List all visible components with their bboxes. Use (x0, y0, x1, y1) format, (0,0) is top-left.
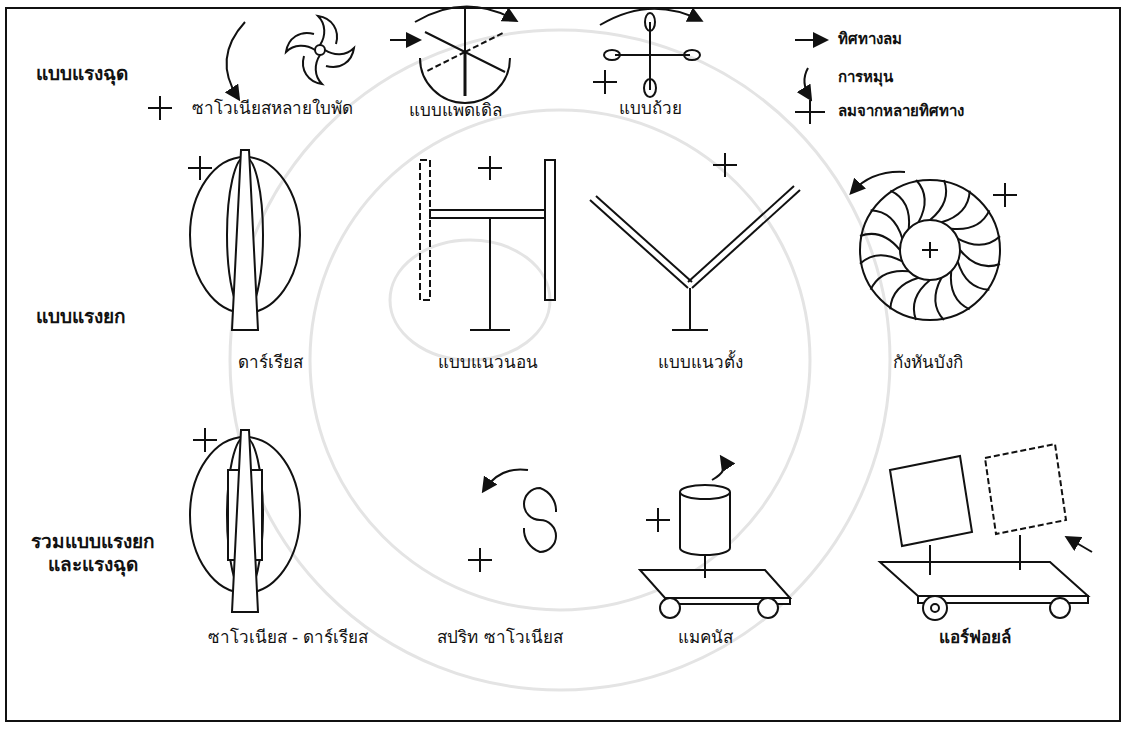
turbine-name: ดาร์เรียส (238, 352, 303, 372)
watermark-seal (230, 30, 890, 690)
row-heading: แบบแรงยก (36, 305, 126, 328)
turbine-name: แบบแพดเดิล (409, 100, 502, 120)
legend-text: ลมจากหลายทิศทาง (838, 102, 964, 120)
frame (6, 8, 1120, 721)
turbine-name: แมคนัส (678, 627, 733, 647)
row-heading: รวมแบบแรงยก และแรงฉุด (18, 530, 168, 576)
turbine-name: แอร์ฟอยล์ (939, 627, 1011, 647)
turbine-name: แบบแนวนอน (438, 352, 538, 372)
turbine-vane (960, 250, 1000, 266)
turbine-name: ซาโวเนียส - ดาร์เรียส (208, 627, 369, 647)
turbine-vane (860, 234, 900, 250)
turbine-vane (869, 260, 909, 300)
turbine-vane (865, 208, 908, 238)
turbine-vane (952, 261, 995, 291)
turbine-name: สปริท ซาโวเนียส (437, 627, 562, 647)
legend-text: ทิศทางลม (838, 30, 902, 48)
row-heading: แบบแรงฉุด (36, 62, 128, 85)
legend-text: การหมุน (838, 68, 893, 86)
turbine-vane (941, 185, 971, 228)
turbine-vane (958, 223, 1001, 253)
turbine-name: แบบแนวตั้ง (658, 352, 743, 372)
turbine-vane (888, 272, 918, 315)
turbine-vane (881, 189, 921, 229)
turbine-vane (927, 278, 957, 321)
turbine-name: แบบถ้วย (619, 98, 682, 118)
turbine-vane (914, 280, 930, 320)
turbine-vane (903, 179, 933, 222)
turbine-vane (951, 201, 991, 241)
turbine-name: กังหันบังกิ (893, 352, 963, 372)
turbine-vane (859, 247, 902, 277)
turbine-name: ซาโวเนียสหลายใบพัด (192, 98, 353, 118)
turbine-vane (930, 180, 946, 220)
turbine-vane (940, 271, 980, 311)
